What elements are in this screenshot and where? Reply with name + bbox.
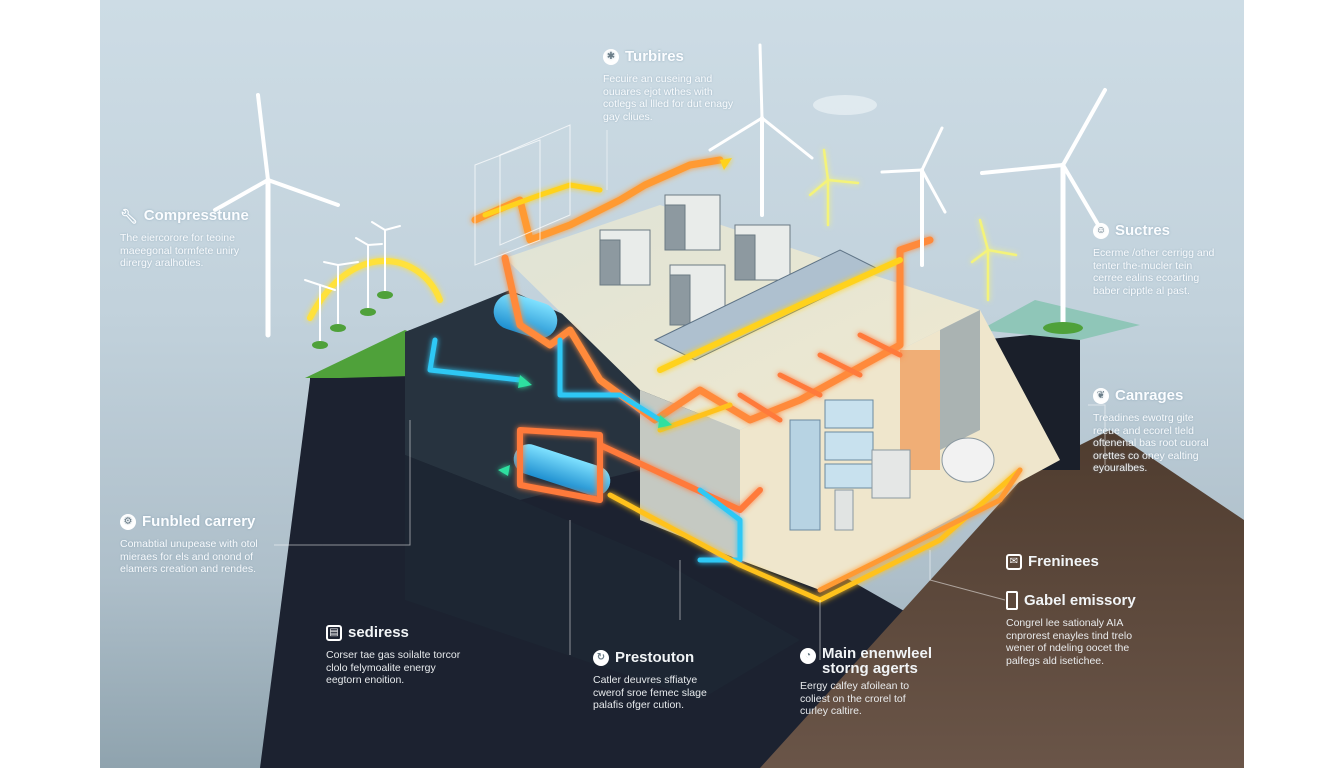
refresh-icon: ↻ xyxy=(593,650,609,666)
wind-turbine-glowing-yellow xyxy=(808,148,1018,302)
storage-cylinder-lower xyxy=(513,444,611,496)
wind-turbine-small-cluster xyxy=(304,221,401,346)
wind-turbine-large-left xyxy=(213,93,340,338)
label-compressor: 🔧︎ Compresstune The eiercorore for teoine… xyxy=(120,207,260,270)
leaf-badge-icon: ❦ xyxy=(1093,388,1109,404)
label-gabel-emissory: Gabel emissory Congrel lee sationaly AIA… xyxy=(1006,591,1141,667)
label-freninees: ✉ Freninees xyxy=(1006,553,1136,571)
label-carriages: ❦ Canrages Treadines ewotrg gite reeue an… xyxy=(1093,387,1218,475)
label-description: Eergy calfey afoilean to coliest on the … xyxy=(800,680,910,717)
pipe-orange-branches xyxy=(737,332,903,423)
pipe-orange-main xyxy=(501,236,934,424)
right-wall xyxy=(940,310,980,450)
radiator-bank xyxy=(824,399,874,489)
wireframe-panel xyxy=(474,124,571,266)
label-title: Gabel emissory xyxy=(1024,591,1136,609)
pipe-cyan-loop xyxy=(697,487,743,563)
label-title: Compresstune xyxy=(143,207,249,224)
pipe-yellow-arc xyxy=(307,258,443,321)
cloud xyxy=(813,95,877,115)
label-description: Comabtial unupease with otol mieraes for… xyxy=(120,538,258,575)
leader-lines xyxy=(274,130,1106,660)
label-title: sediress xyxy=(348,624,409,641)
label-description: Fecuire an cuseing and ouuares ejot wthe… xyxy=(603,73,734,123)
label-prestouton: ↻ Prestouton Catler deuvres sffiatye cwer… xyxy=(593,649,728,712)
label-description: Catler deuvres sffiatye cwerof sroe feme… xyxy=(593,674,707,711)
facility-scene xyxy=(213,43,1244,768)
label-description: Treadines ewotrg gite reeue and ecorel t… xyxy=(1093,412,1209,474)
chamber-lower xyxy=(405,455,800,700)
label-funbled-carrery: ⚙ Funbled carrery Comabtial unupease with… xyxy=(120,513,260,576)
wind-turbine-mid-right xyxy=(880,126,947,267)
label-title: Canrages xyxy=(1115,387,1184,404)
storage-icon: ▤ xyxy=(326,625,342,641)
cooling-tower xyxy=(789,419,821,531)
turbine-bases-grass xyxy=(312,291,1083,349)
turbine-badge-icon: ✱ xyxy=(603,49,619,65)
envelope-icon: ✉ xyxy=(1006,554,1022,570)
ground-dark-slope xyxy=(260,380,340,768)
wind-turbine-large-right xyxy=(980,88,1107,331)
pipe-cyan-upper xyxy=(427,337,663,423)
pipe-orange-top xyxy=(471,156,724,244)
wind-turbines xyxy=(213,43,1107,346)
badge-icon: ☺ xyxy=(1093,223,1109,239)
label-description: Congrel lee sationaly AIA cnprorest enay… xyxy=(1006,617,1133,667)
storage-cylinder-upper xyxy=(493,293,558,339)
label-sediress: ▤ sediress Corser tae gas soilalte torcor… xyxy=(326,624,461,687)
infographic-canvas: ✱ Turbires Fecuire an cuseing and ouuares… xyxy=(100,0,1244,768)
pipe-orange-loop xyxy=(517,427,763,513)
pipe-yellow-main xyxy=(657,257,903,373)
pump-unit xyxy=(871,449,911,499)
platform-side-wall xyxy=(640,390,740,560)
label-title: Suctres xyxy=(1115,222,1171,239)
control-cabinet xyxy=(834,489,854,531)
battery-icon xyxy=(1006,591,1018,610)
wind-turbine-center xyxy=(708,43,814,217)
label-description: Corser tae gas soilalte torcor clolo fel… xyxy=(326,649,461,686)
label-title: Prestouton xyxy=(615,649,695,666)
grass-top-right xyxy=(980,300,1140,340)
label-description: The eiercorore for teoine maeegonal torm… xyxy=(120,232,240,269)
gauge-icon: ◔ xyxy=(800,648,816,664)
flow-arrows xyxy=(498,158,732,476)
label-title: Main enenwleel storng agerts xyxy=(822,645,933,677)
pipe-yellow-top xyxy=(482,182,603,218)
transformer-units xyxy=(599,194,791,326)
label-sources: ☺ Suctres Ecerme /other cerrigg and tente… xyxy=(1093,222,1223,297)
gear-cluster-icon: ⚙ xyxy=(120,514,136,530)
wrench-icon: 🔧︎ xyxy=(120,208,138,224)
label-turbines: ✱ Turbires Fecuire an cuseing and ouuares… xyxy=(603,48,738,123)
label-title: Funbled carrery xyxy=(142,513,256,530)
label-description: Ecerme /other cerrigg and tenter the-muc… xyxy=(1093,247,1215,297)
label-title: Turbires xyxy=(625,48,684,65)
label-main-storage: ◔ Main enenwleel storng agerts Eergy calf… xyxy=(800,646,935,718)
generator-motor xyxy=(941,437,995,483)
pipe-orange-lower-floor xyxy=(817,467,1023,593)
label-title: Freninees xyxy=(1028,553,1099,570)
